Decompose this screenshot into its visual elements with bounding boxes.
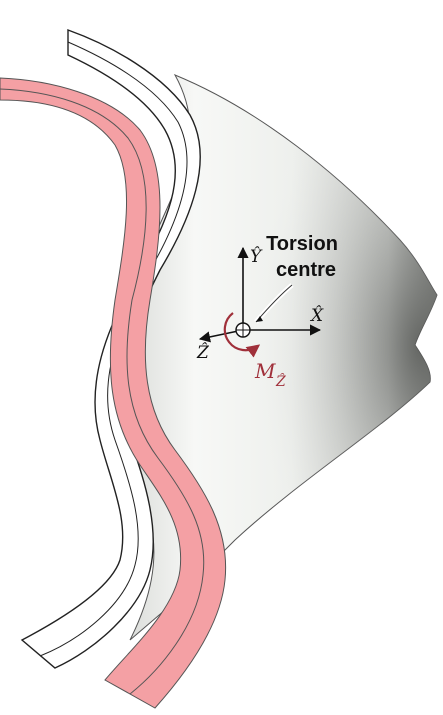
z-axis-label: Ẑ [196,342,210,363]
x-axis-label: X̂ [309,306,324,326]
moment-arrow [223,312,261,358]
moment-symbol: M [254,359,276,383]
torsion-label-line1: Torsion [266,233,338,255]
pink-strip [0,77,227,709]
y-axis-label: Ŷ [250,246,263,267]
moment-subscript: Ẑ [275,372,286,390]
coordinate-axes [198,246,322,343]
torsion-label-line2: centre [276,259,336,281]
swept-surface [113,73,438,641]
